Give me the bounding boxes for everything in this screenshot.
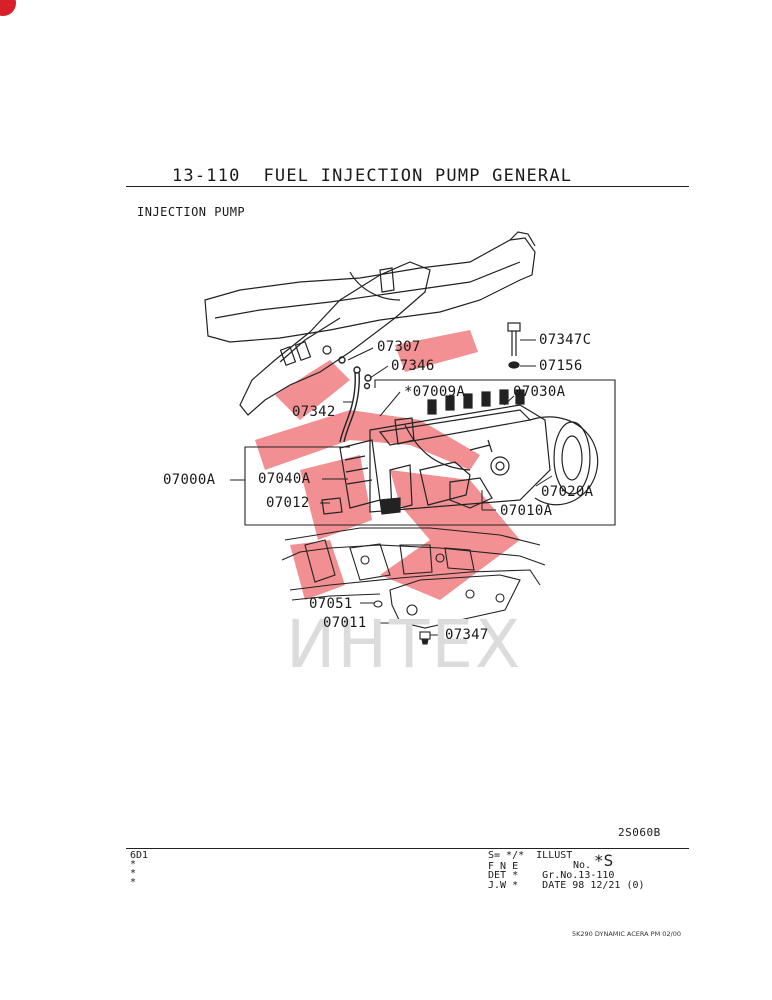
callout-07307: 07307 xyxy=(377,339,421,355)
callout-07342: 07342 xyxy=(292,404,336,420)
callout-07020a: 07020A xyxy=(541,484,594,500)
footer-row-3: DET * Gr.No.13-110 xyxy=(488,870,615,881)
callout-07040a: 07040A xyxy=(258,471,311,487)
callout-07030a: 07030A xyxy=(513,384,566,400)
injection-pump xyxy=(321,389,599,515)
footer-row-2-left: F N E xyxy=(488,861,519,872)
section-label: INJECTION PUMP xyxy=(137,205,246,219)
footer-model: 6D1 xyxy=(130,850,149,861)
footer-star-2: * xyxy=(130,868,137,879)
callout-07009a: *07009A xyxy=(404,384,466,400)
callout-07011: 07011 xyxy=(323,615,367,631)
footer-star-1: * xyxy=(130,859,137,870)
intake-manifold xyxy=(204,231,536,416)
watermark-logo xyxy=(255,330,520,600)
callout-07347c: 07347C xyxy=(539,332,592,348)
footer-star-3: * xyxy=(130,877,137,888)
corner-badge xyxy=(0,0,16,16)
callout-07346: 07346 xyxy=(391,358,435,374)
callout-07000a: 07000A xyxy=(163,472,216,488)
watermark-text: ИНТЕХ xyxy=(286,606,523,683)
callout-07051: 07051 xyxy=(309,596,353,612)
footer-rule xyxy=(126,848,689,849)
leader-lines xyxy=(230,339,553,636)
fuel-pipe xyxy=(338,356,372,443)
footer-row-4: J.W * DATE 98 12/21 (0) xyxy=(488,880,645,891)
page-title: 13-110 FUEL INJECTION PUMP GENERAL xyxy=(172,166,573,186)
illustration-code: 2S060B xyxy=(618,826,661,839)
engine-block xyxy=(281,527,546,645)
bolt-07347c xyxy=(507,322,521,369)
assembly-frame xyxy=(244,379,616,526)
footer-row-1: S= */* ILLUST xyxy=(488,850,573,861)
callout-07347: 07347 xyxy=(445,627,489,643)
callout-07012: 07012 xyxy=(266,495,310,511)
footer-illust-no: *S xyxy=(594,851,614,870)
callout-07156: 07156 xyxy=(539,358,583,374)
callout-07010a: 07010A xyxy=(500,503,553,519)
header-rule xyxy=(126,186,689,187)
footer-row-2-mid: No. xyxy=(573,860,592,871)
printer-line: 5K290 DYNAMIC ACERA PM 02/00 xyxy=(572,930,681,938)
